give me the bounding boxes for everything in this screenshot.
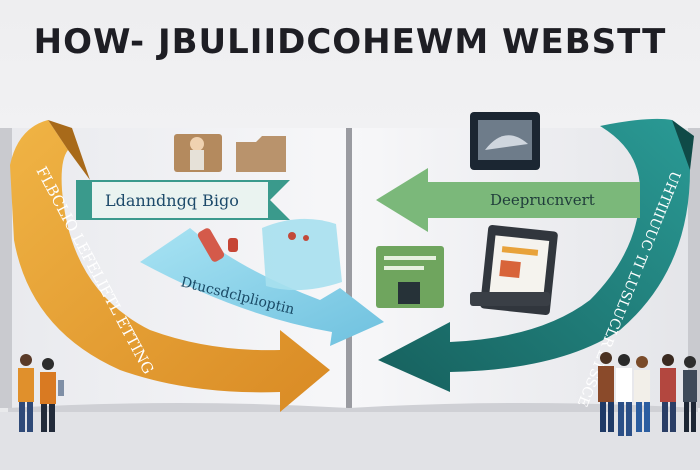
glass-tablet-icon [262, 218, 342, 291]
right-top-label: Deeprucnvert [490, 191, 595, 209]
pencil-icon [197, 228, 238, 262]
left-top-label: Ldanndngq Bigo [105, 191, 239, 210]
right-label-arrow: Deeprucnvert [376, 168, 640, 232]
monitor-icon [470, 112, 540, 170]
people-card-icon [174, 134, 222, 172]
folder-icon [236, 136, 286, 172]
left-label-arrow: Ldanndngq Bigo [76, 180, 290, 220]
page-title: HOW- JBULIIDCOHEWM WEBSTT [33, 22, 667, 62]
document-board-icon [376, 246, 444, 308]
people-group-left [18, 354, 64, 432]
tablet-device-icon [470, 224, 558, 316]
people-group-right [598, 352, 697, 436]
open-book [0, 128, 700, 470]
